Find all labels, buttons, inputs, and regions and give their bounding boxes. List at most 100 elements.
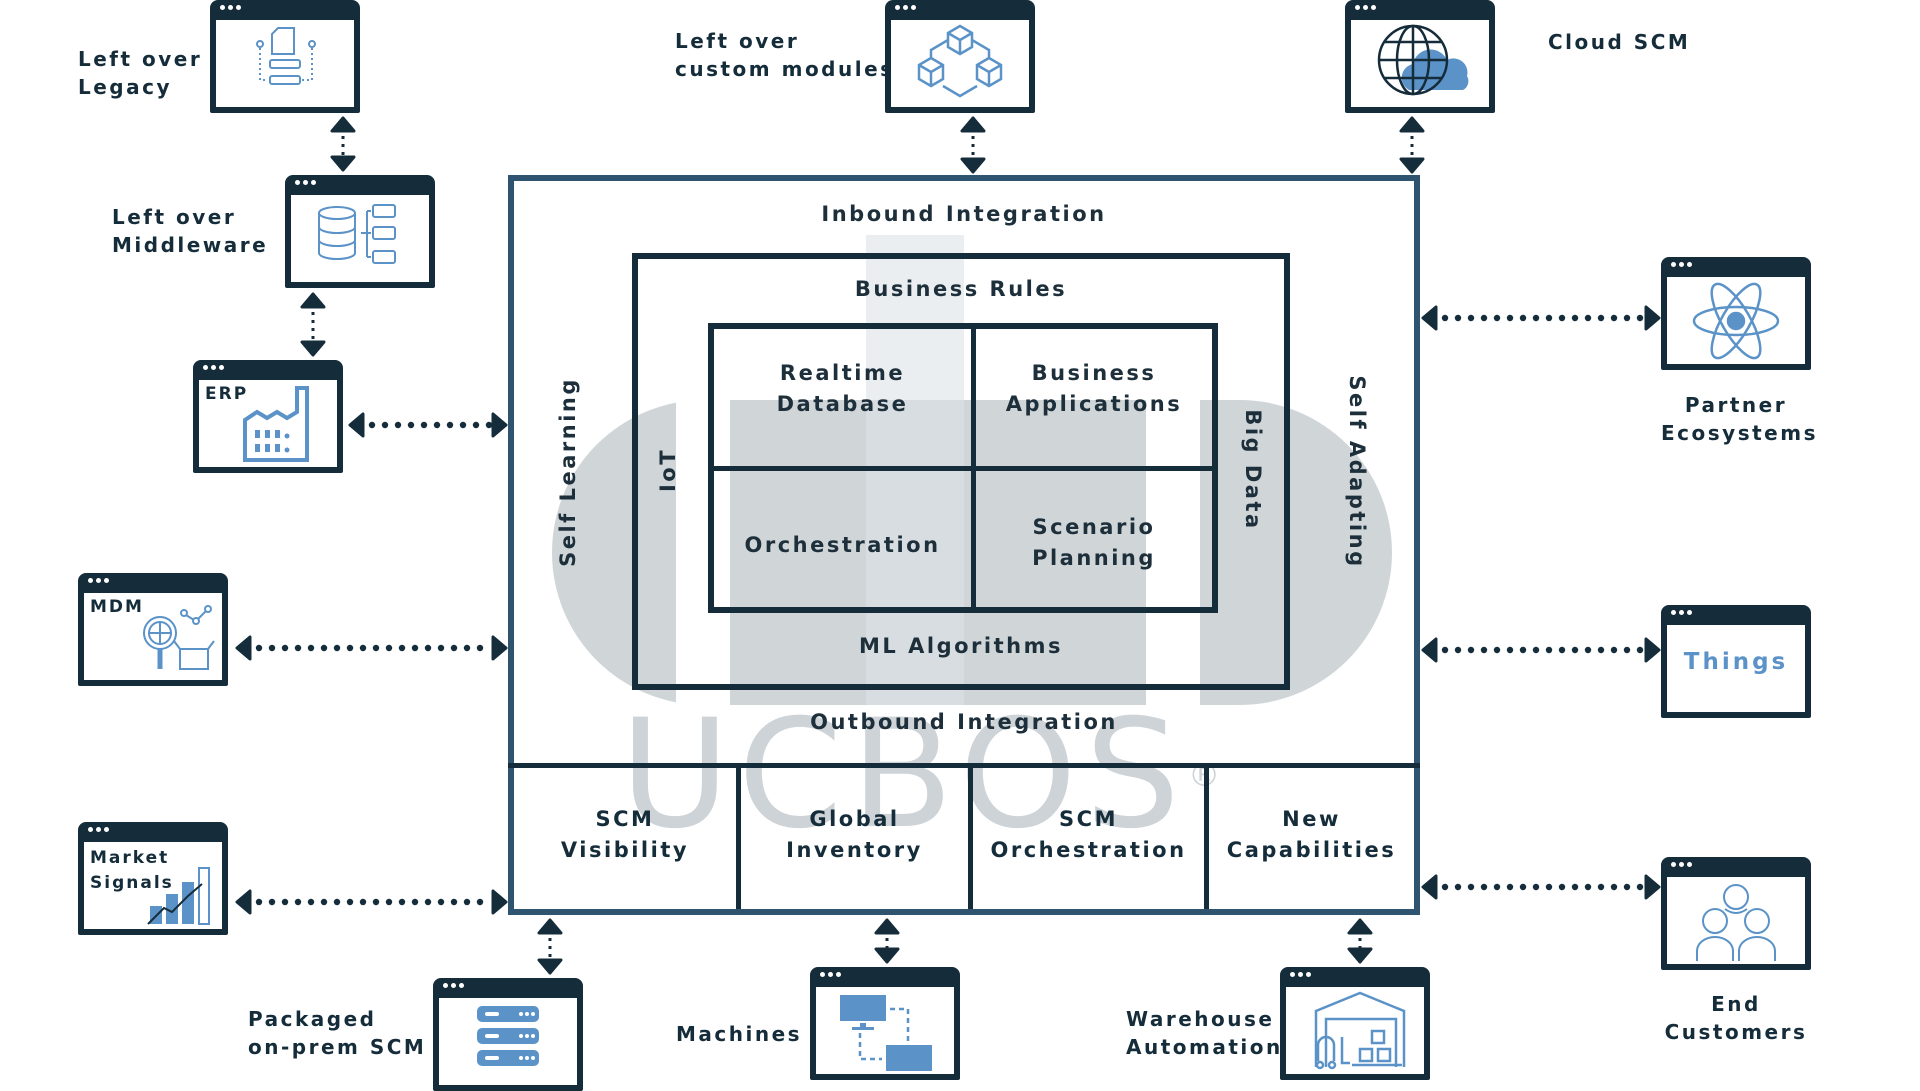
things-dot — [1623, 646, 1631, 654]
warehouse-icon — [1314, 991, 1406, 1070]
market-signals-arrow-left — [235, 889, 252, 915]
mdm-window[interactable]: MDM — [78, 573, 228, 686]
end-customers-dot — [1506, 883, 1514, 891]
things-dot — [1597, 646, 1605, 654]
end-customers-dot — [1597, 883, 1605, 891]
mdm-dot — [437, 644, 445, 652]
packaged-scm-label: Packaged on-prem SCM — [248, 1007, 427, 1059]
mdm-dot — [268, 644, 276, 652]
market-signals-dot — [424, 898, 432, 906]
mdm-dot — [398, 644, 406, 652]
capability-label: New Capabilities — [1226, 807, 1397, 862]
capability-new-capabilities: New Capabilities — [1209, 765, 1414, 905]
end-customers-dot — [1467, 883, 1475, 891]
mdm-dot — [385, 644, 393, 652]
self-learning-label: Self Learning — [556, 377, 580, 567]
market-signals-dot — [307, 898, 315, 906]
capability-divider — [736, 763, 741, 909]
erp-label: ERP — [205, 384, 249, 404]
end-customers-dot — [1532, 883, 1540, 891]
cubes-icon — [917, 24, 1003, 98]
partner-dot — [1519, 314, 1527, 322]
mdm-dot — [359, 644, 367, 652]
things-label: Things — [1683, 649, 1789, 675]
partner-dot — [1493, 314, 1501, 322]
market-signals-dot — [294, 898, 302, 906]
partner-dot — [1610, 314, 1618, 322]
things-dot — [1467, 646, 1475, 654]
warehouse-automation-window[interactable] — [1280, 967, 1430, 1080]
market-signals-window[interactable]: Market Signals — [78, 822, 228, 935]
market-signals-dot — [398, 898, 406, 906]
erp-window[interactable]: ERP — [193, 360, 343, 473]
partner-dot — [1558, 314, 1566, 322]
legacy-window[interactable] — [210, 0, 360, 113]
mdm-dot — [333, 644, 341, 652]
custom-modules-arrow-up — [960, 116, 986, 133]
quadrant-business-applications: Business Applications — [1005, 361, 1183, 416]
cloud-scm-window[interactable] — [1345, 0, 1495, 113]
erp-dot — [485, 421, 493, 429]
custom-modules-window[interactable] — [885, 0, 1035, 113]
cloud-scm-label: Cloud SCM — [1548, 30, 1691, 54]
capability-global-inventory: Global Inventory — [741, 765, 968, 905]
packaged-scm-window[interactable] — [433, 978, 583, 1091]
end-customers-dot — [1493, 883, 1501, 891]
quadrant-realtime-database: Realtime Database — [776, 361, 909, 416]
watermark-text: UCBOS® — [620, 700, 1228, 850]
market-signals-dot — [281, 898, 289, 906]
partner-arrow-left — [1421, 305, 1438, 331]
market-signals-dot — [359, 898, 367, 906]
erp-dot — [394, 421, 402, 429]
market-signals-dot — [333, 898, 341, 906]
end-customers-dot — [1584, 883, 1592, 891]
database-icon — [318, 204, 396, 264]
quadrant-orchestration: Orchestration — [744, 533, 941, 557]
packaged-scm-arrow-up — [537, 918, 563, 935]
partner-ecosystems-window[interactable] — [1661, 257, 1811, 370]
capability-divider — [968, 763, 973, 909]
erp-arrow-left — [348, 412, 365, 438]
end-customers-dot — [1519, 883, 1527, 891]
window-dots-icon — [295, 180, 316, 185]
market-signals-dot — [255, 898, 263, 906]
capability-label: SCM Visibility — [560, 807, 690, 862]
end-customers-dot — [1558, 883, 1566, 891]
end-customers-dot — [1480, 883, 1488, 891]
market-signals-label: Market Signals — [90, 848, 174, 893]
capability-label: SCM Orchestration — [990, 807, 1187, 862]
partner-dot — [1571, 314, 1579, 322]
things-arrow-right — [1644, 637, 1661, 663]
middleware-window[interactable] — [285, 175, 435, 288]
middleware-erp-arrow-up — [300, 292, 326, 309]
mdm-dot — [320, 644, 328, 652]
window-dots-icon — [1671, 262, 1692, 267]
inbound-integration-label: Inbound Integration — [821, 202, 1107, 226]
packaged-scm-arrow-down — [537, 958, 563, 975]
partner-dot — [1480, 314, 1488, 322]
mdm-dot — [411, 644, 419, 652]
machines-label: Machines — [676, 1022, 803, 1046]
market-signals-dot — [372, 898, 380, 906]
market-signals-dot — [476, 898, 484, 906]
machines-window[interactable] — [810, 967, 960, 1080]
things-dot — [1610, 646, 1618, 654]
things-window[interactable]: Things — [1661, 605, 1811, 718]
market-signals-dot — [411, 898, 419, 906]
quadrant-scenario-planning: Scenario Planning — [1032, 515, 1156, 570]
erp-dot — [459, 421, 467, 429]
erp-dot — [433, 421, 441, 429]
iot-label: IoT — [656, 447, 680, 493]
market-signals-dot — [385, 898, 393, 906]
middleware-label: Left over Middleware — [112, 205, 269, 257]
machines-arrow-up — [874, 918, 900, 935]
window-dots-icon — [443, 983, 464, 988]
core-platform-frame — [508, 175, 1420, 915]
capabilities-divider — [508, 763, 1420, 768]
market-signals-dot — [320, 898, 328, 906]
things-dot — [1441, 646, 1449, 654]
market-signals-dot — [450, 898, 458, 906]
end-customers-window[interactable] — [1661, 857, 1811, 970]
end-customers-arrow-left — [1421, 874, 1438, 900]
end-customers-dot — [1545, 883, 1553, 891]
